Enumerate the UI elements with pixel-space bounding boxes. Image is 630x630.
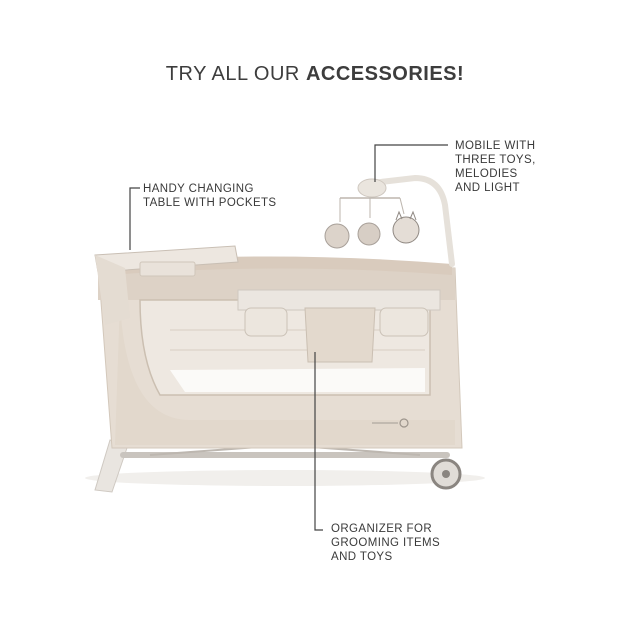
mobile	[324, 174, 455, 267]
callout-line: MOBILE WITH	[455, 140, 536, 152]
callout-changing-table: HANDY CHANGING TABLE WITH POCKETS	[143, 182, 277, 210]
mobile-toy-hedgehog-icon	[357, 222, 381, 246]
title-prefix: TRY ALL OUR	[165, 63, 306, 85]
organizer	[237, 289, 441, 363]
callout-line: TABLE WITH POCKETS	[143, 197, 277, 209]
callout-line: AND LIGHT	[455, 182, 520, 194]
mobile-pointer	[374, 144, 448, 182]
callout-line: THREE TOYS,	[455, 154, 536, 166]
callout-line: GROOMING ITEMS	[331, 537, 441, 549]
callout-line: HANDY CHANGING	[143, 183, 254, 195]
callout-pointers	[129, 144, 448, 531]
callout-mobile: MOBILE WITH THREE TOYS, MELODIES AND LIG…	[455, 139, 536, 195]
callout-line: ORGANIZER FOR	[331, 523, 433, 535]
mobile-toy-cat-icon	[392, 216, 420, 244]
callout-organizer: ORGANIZER FOR GROOMING ITEMS AND TOYS	[331, 522, 440, 564]
callout-line: AND TOYS	[331, 551, 393, 563]
callout-line: MELODIES	[455, 168, 518, 180]
page-title: TRY ALL OUR ACCESSORIES!	[0, 63, 630, 86]
mobile-toy-butterfly-icon	[324, 223, 350, 249]
organizer-pointer	[314, 352, 323, 531]
brand-logo-icon	[399, 418, 409, 428]
changing-table	[94, 245, 239, 325]
title-emphasis: ACCESSORIES!	[305, 63, 465, 85]
changing-table-pointer	[129, 187, 140, 250]
floor-shadow	[85, 470, 485, 486]
